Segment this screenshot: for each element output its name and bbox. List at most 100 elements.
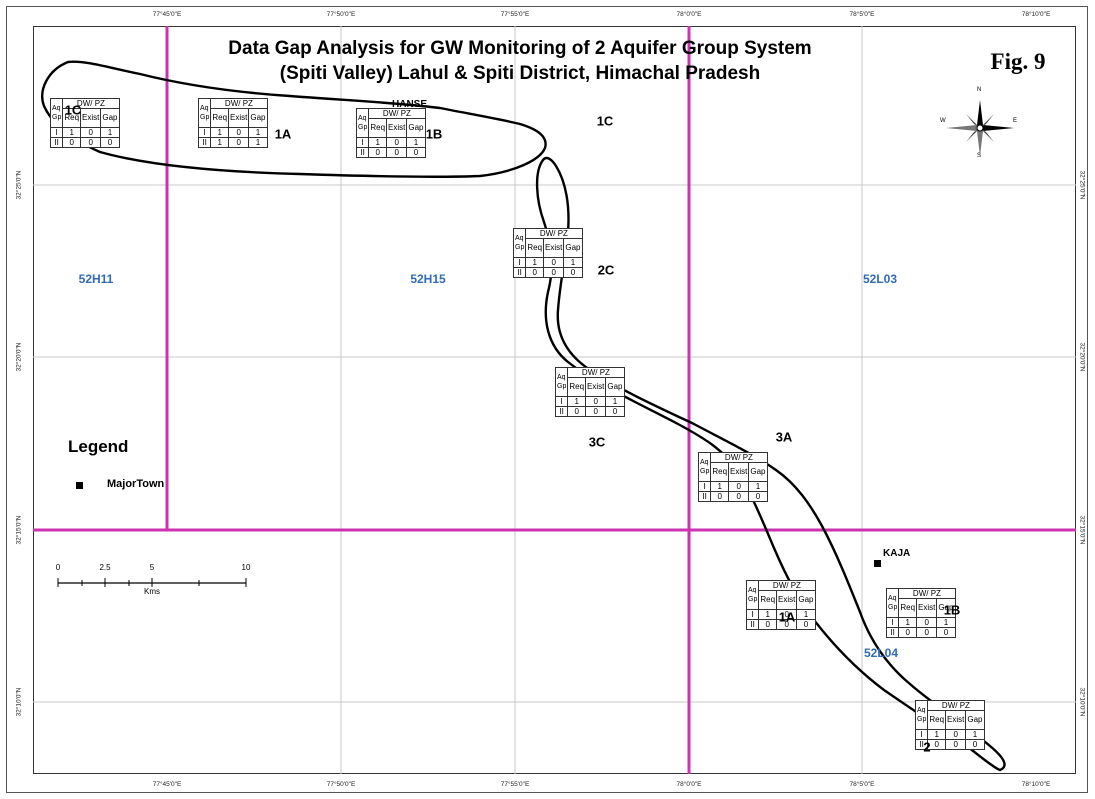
lat-label-left: 32°10'0"N [15, 687, 23, 717]
zone-label: 3C [588, 434, 606, 450]
compass-north: N [977, 87, 982, 93]
zone-label: 1C [64, 102, 82, 118]
req-cell: 0 [567, 406, 587, 417]
lon-label-top: 77°55'0"E [500, 11, 530, 18]
dw-pz-header: DW/ PZ [210, 98, 268, 109]
town-name: HANSE [392, 99, 428, 110]
aq-cell: II [697, 491, 712, 502]
zone-label: 1B [425, 126, 443, 142]
lat-label-right: 32°15'0"N [1078, 515, 1086, 545]
req-cell: 0 [368, 147, 388, 158]
sheet-label: 52H15 [410, 272, 446, 286]
compass-rose-icon [946, 100, 1014, 156]
exist-header: Exist [543, 238, 565, 258]
gap-cell: 1 [100, 127, 120, 138]
gap-header: Gap [605, 377, 625, 397]
figure-label: Fig. 9 [964, 41, 1072, 94]
valley-outlines [41, 60, 1006, 772]
lon-label-top: 77°45'0"E [152, 11, 182, 18]
req-cell: 1 [927, 729, 947, 740]
req-cell: 1 [758, 609, 778, 620]
exist-cell: 0 [386, 147, 408, 158]
lon-label-bottom: 77°45'0"E [152, 781, 182, 788]
zone-label: 1A [778, 609, 796, 625]
aq-cell: II [49, 137, 64, 148]
gap-cell: 0 [563, 267, 583, 278]
town-marker [874, 560, 881, 567]
map-title: Data Gap Analysis for GW Monitoring of 2… [228, 36, 811, 86]
aq-cell: I [745, 609, 760, 620]
req-cell: 1 [62, 127, 82, 138]
sheet-label: 52H11 [78, 272, 114, 286]
lon-label-top: 78°0'0"E [676, 11, 702, 18]
map-outer-frame [6, 6, 1088, 793]
gap-cell: 1 [605, 396, 625, 407]
dw-pz-header: DW/ PZ [758, 580, 816, 591]
exist-cell: 0 [776, 619, 798, 630]
req-header: Req [368, 118, 388, 138]
gap-header: Gap [796, 590, 816, 610]
lat-label-right: 32°25'0"N [1078, 170, 1086, 200]
aq-cell: II [197, 137, 212, 148]
lat-label-left: 32°15'0"N [15, 515, 23, 545]
zone-label: 2 [923, 739, 931, 755]
exist-header: Exist [728, 462, 750, 482]
north-arrow: N S W E [940, 87, 1020, 160]
gap-cell: 0 [748, 491, 768, 502]
zone-label: 3A [775, 429, 793, 445]
lon-label-bottom: 78°0'0"E [676, 781, 702, 788]
lat-label-left: 32°25'0"N [15, 170, 23, 200]
exist-header: Exist [585, 377, 607, 397]
exist-header: Exist [228, 108, 250, 128]
gap-header: Gap [406, 118, 426, 138]
gap-header: Gap [965, 710, 985, 730]
aq-cell: II [914, 739, 929, 750]
gap-header: Gap [248, 108, 268, 128]
req-header: Req [927, 710, 947, 730]
aq-cell: I [885, 617, 900, 628]
compass-east: E [1013, 118, 1018, 124]
dw-pz-header: DW/ PZ [710, 452, 768, 463]
aq-cell: II [885, 627, 900, 638]
req-cell: 1 [368, 137, 388, 148]
lon-label-bottom: 77°50'0"E [326, 781, 356, 788]
spiti-valley-outline [535, 156, 1006, 772]
gap-cell: 1 [406, 137, 426, 148]
sheet-label: 52L04 [863, 646, 899, 660]
major-town-legend-icon [76, 482, 83, 489]
req-cell: 0 [525, 267, 545, 278]
dw-pz-header: DW/ PZ [525, 228, 583, 239]
aq-cell: I [197, 127, 212, 138]
map-title-line-2: (Spiti Valley) Lahul & Spiti District, H… [279, 63, 761, 84]
exist-cell: 0 [585, 406, 607, 417]
exist-cell: 0 [728, 481, 750, 492]
gap-cell: 1 [965, 729, 985, 740]
lon-label-bottom: 77°55'0"E [500, 781, 530, 788]
compass-south: S [977, 153, 982, 159]
scale-tick-label: 5 [149, 563, 155, 572]
sheet-label: 52L03 [862, 272, 898, 286]
lon-label-top: 78°5'0"E [849, 11, 875, 18]
exist-cell: 0 [543, 257, 565, 268]
zone-label: 1A [274, 126, 292, 142]
aq-cell: II [745, 619, 760, 630]
aq-cell: I [355, 137, 370, 148]
sheet-boundaries [33, 26, 1076, 774]
gap-cell: 1 [748, 481, 768, 492]
req-header: Req [567, 377, 587, 397]
req-cell: 0 [62, 137, 82, 148]
gap-cell: 1 [796, 609, 816, 620]
lon-label-bottom: 78°10'0"E [1021, 781, 1051, 788]
zone-label: 1B [943, 602, 961, 618]
req-cell: 1 [710, 481, 730, 492]
